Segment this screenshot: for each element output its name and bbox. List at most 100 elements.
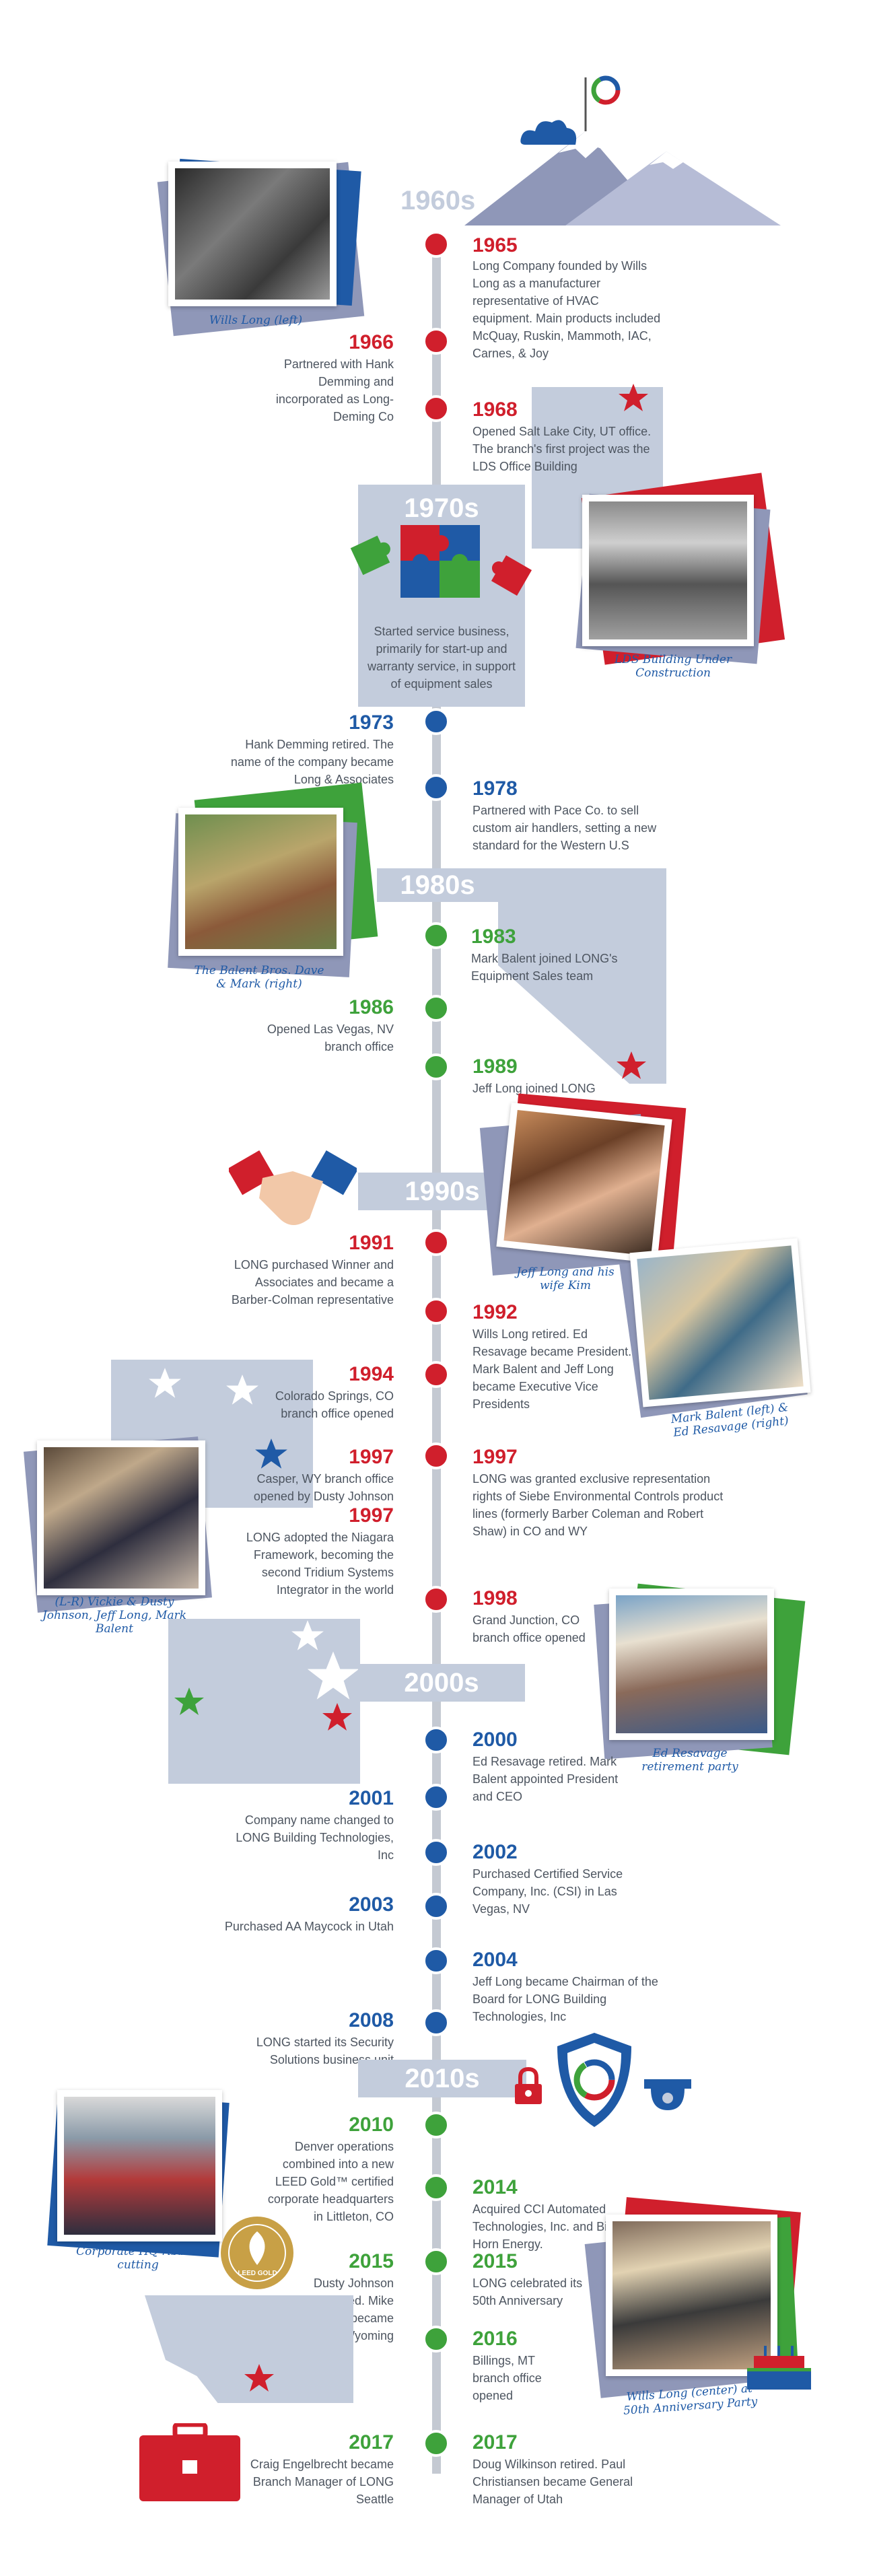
star-icon-nevada (617, 1051, 646, 1079)
event-1973-text: Hank Demming retired. The name of the co… (230, 738, 394, 786)
photo-hq-ribbon (57, 2090, 222, 2241)
timeline-dot-2008 (423, 2009, 450, 2036)
event-1998-text: Grand Junction, CO branch office opened (473, 1613, 586, 1644)
year-2003: 2003 (349, 1893, 394, 1916)
year-1989: 1989 (473, 1055, 518, 1078)
event-1997-niagara-text: LONG adopted the Niagara Framework, beco… (246, 1531, 394, 1597)
event-2015-anniversary-text: LONG celebrated its 50th Anniversary (473, 2276, 583, 2307)
star-icon-white-2 (226, 1374, 258, 1405)
caption-jeff-kim: Jeff Long and his wife Kim (516, 1265, 615, 1292)
timeline-dot-1973 (423, 708, 450, 735)
timeline-dot-2004 (423, 1947, 450, 1974)
event-2010-text: Denver operations combined into a new LE… (267, 2140, 394, 2223)
timeline-dot-1968 (423, 395, 450, 422)
wyoming-state-shape (168, 1619, 360, 1784)
star-icon-blue (255, 1438, 287, 1469)
year-2017-seattle: 2017 (349, 2431, 394, 2453)
star-icon-montana (244, 2364, 274, 2392)
year-2004: 2004 (473, 1949, 518, 1971)
event-1992-text: Wills Long retired. Ed Resavage became P… (473, 1327, 632, 1411)
year-2015-anniversary: 2015 (473, 2250, 518, 2272)
leed-gold-label: LEED GOLD (238, 2270, 277, 2277)
event-1965-text: Long Company founded by Wills Long as a … (473, 259, 661, 360)
photo-balent-bros (178, 808, 343, 956)
event-1970s-text: Started service business, primarily for … (367, 625, 516, 691)
event-1997-casper-text: Casper, WY branch office opened by Dusty… (253, 1472, 394, 1503)
timeline-dot-2016 (423, 2326, 450, 2353)
security-shield-icon (557, 2033, 631, 2127)
year-2002: 2002 (473, 1841, 518, 1863)
event-2017-seattle-text: Craig Engelbrecht became Branch Manager … (250, 2458, 394, 2506)
puzzle-pieces-icon (350, 525, 532, 598)
photo-wills-long (168, 162, 337, 306)
star-icon-white-3 (291, 1620, 324, 1650)
event-2001-text: Company name changed to LONG Building Te… (236, 1813, 394, 1862)
photo-jeff-kim (496, 1103, 672, 1263)
timeline-dot-2017 (423, 2430, 450, 2457)
cloud-icon (520, 120, 577, 145)
timeline-dot-2002 (423, 1839, 450, 1866)
timeline-dot-2000 (423, 1727, 450, 1753)
star-icon-green (174, 1687, 204, 1715)
year-2015-dusty: 2015 (349, 2250, 394, 2272)
timeline-dot-1978 (423, 774, 450, 801)
star-icon-utah (619, 384, 648, 411)
year-1966: 1966 (349, 331, 394, 353)
event-2000-text: Ed Resavage retired. Mark Balent appoint… (473, 1755, 619, 1803)
company-logo-icon (591, 75, 621, 105)
event-1991-text: LONG purchased Winner and Associates and… (231, 1258, 394, 1307)
event-2014-text: Acquired CCI Automated Technologies, Inc… (473, 2202, 615, 2251)
year-1983: 1983 (471, 926, 516, 948)
timeline-dot-1994 (423, 1361, 450, 1388)
photo-ed-retirement (609, 1589, 774, 1740)
timeline-dot-1997 (423, 1442, 450, 1469)
event-1983-text: Mark Balent joined LONG's Equipment Sale… (471, 952, 618, 983)
year-1973: 1973 (349, 711, 394, 734)
event-2017-utah-text: Doug Wilkinson retired. Paul Christianse… (473, 2458, 633, 2506)
timeline-dot-1992 (423, 1298, 450, 1325)
caption-johnson-group: (L-R) Vickie & Dusty Johnson, Jeff Long,… (42, 1595, 187, 1636)
event-1989-text: Jeff Long joined LONG (473, 1082, 596, 1095)
photo-lds-building (582, 495, 754, 646)
briefcase-icon (139, 2423, 240, 2501)
year-1991: 1991 (349, 1232, 394, 1254)
lock-icon (515, 2066, 542, 2104)
year-2001: 2001 (349, 1787, 394, 1809)
event-2004-text: Jeff Long became Chairman of the Board f… (473, 1975, 658, 2023)
event-1978-text: Partnered with Pace Co. to sell custom a… (473, 804, 657, 852)
handshake-icon (229, 1150, 357, 1225)
year-1965: 1965 (473, 234, 518, 256)
year-1998: 1998 (473, 1587, 518, 1609)
year-1994: 1994 (349, 1363, 394, 1385)
year-2000: 2000 (473, 1729, 518, 1751)
security-camera-icon (644, 2079, 691, 2110)
event-1997-siebe-text: LONG was granted exclusive representatio… (473, 1472, 724, 1538)
caption-ed-retirement: Ed Resavage retirement party (641, 1747, 738, 1774)
timeline-dot-1998 (423, 1586, 450, 1613)
timeline-dot-2003 (423, 1893, 450, 1920)
year-1992: 1992 (473, 1301, 518, 1323)
timeline-dot-1991 (423, 1229, 450, 1256)
decade-label-1980s: 1980s (377, 868, 498, 902)
birthday-cake-icon (747, 2346, 811, 2390)
timeline-dot-1965 (423, 231, 450, 258)
year-2016: 2016 (473, 2328, 518, 2350)
year-1997-niagara: 1997 (349, 1504, 394, 1527)
photo-mark-ed (629, 1238, 811, 1407)
decade-label-2000s: 2000s (358, 1664, 525, 1702)
decade-label-1960s: 1960s (400, 186, 476, 215)
year-2014: 2014 (473, 2176, 518, 2198)
year-2010: 2010 (349, 2114, 394, 2136)
year-1986: 1986 (349, 996, 394, 1018)
photo-50th-anniversary (606, 2215, 777, 2376)
event-1986-text: Opened Las Vegas, NV branch office (267, 1022, 394, 1053)
timeline-dot-1989 (423, 1053, 450, 1080)
caption-wills-long: Wills Long (left) (209, 314, 303, 327)
event-2003-text: Purchased AA Maycock in Utah (224, 1920, 394, 1933)
event-1994-text: Colorado Springs, CO branch office opene… (275, 1389, 394, 1420)
timeline-dot-1966 (423, 328, 450, 355)
timeline-dot-2015 (423, 2248, 450, 2275)
leed-gold-badge-icon (221, 2217, 293, 2289)
event-1968-text: Opened Salt Lake City, UT office. The br… (473, 425, 652, 473)
year-1997-siebe: 1997 (473, 1446, 518, 1468)
